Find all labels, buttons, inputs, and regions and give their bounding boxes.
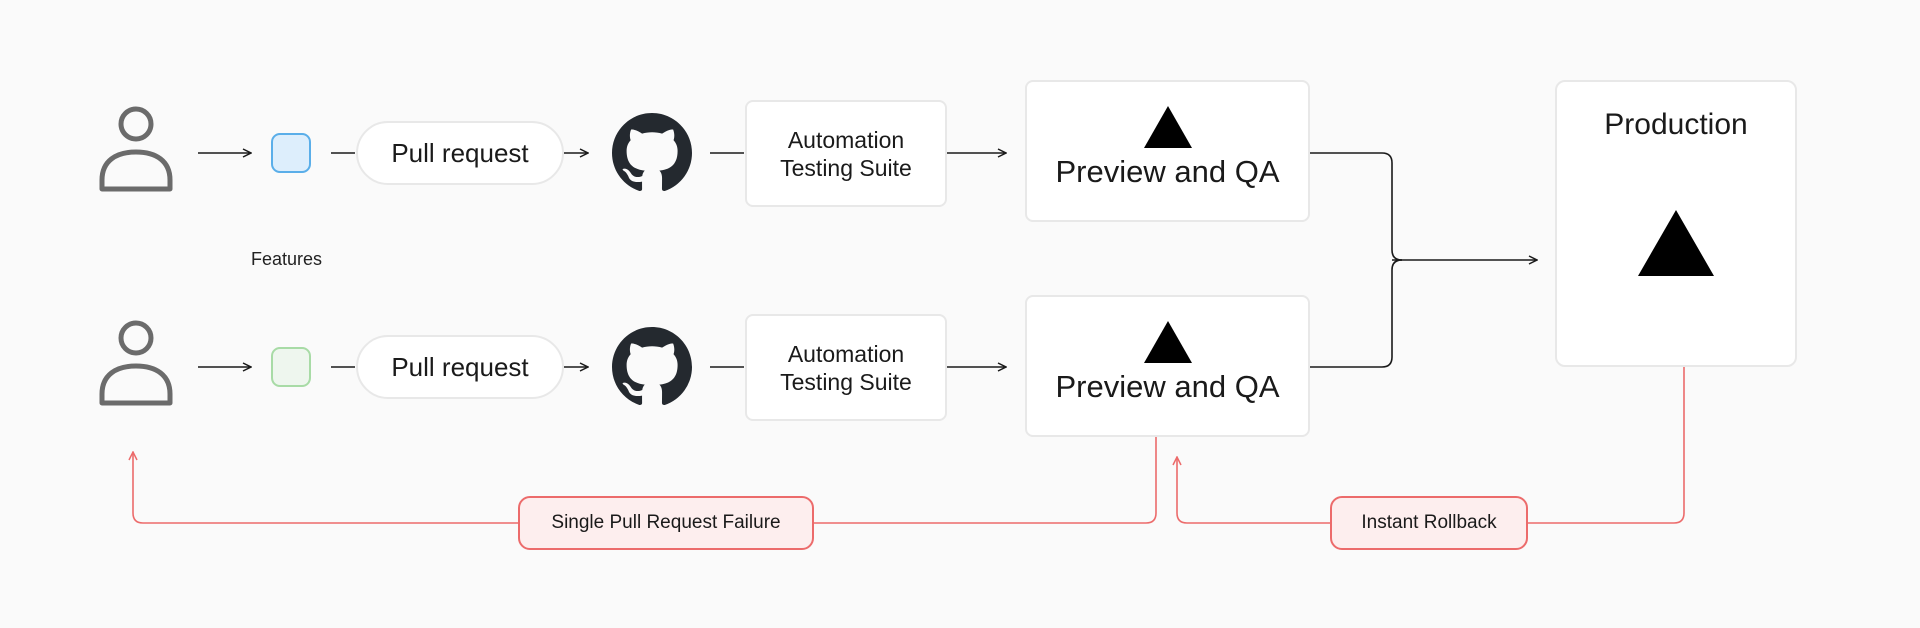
- production-box[interactable]: Production: [1555, 80, 1797, 367]
- vercel-triangle-icon: [1143, 321, 1192, 363]
- failure-label: Single Pull Request Failure: [551, 512, 781, 533]
- github-icon: [612, 113, 692, 192]
- preview-qa-box-2[interactable]: Preview and QA: [1025, 295, 1310, 437]
- automation-testing-label: Automation Testing Suite: [780, 126, 912, 181]
- preview-qa-box-1[interactable]: Preview and QA: [1025, 80, 1310, 222]
- row-2-connectors: [198, 260, 1537, 367]
- pull-request-label: Pull request: [391, 137, 529, 168]
- preview-qa-label: Preview and QA: [1055, 369, 1280, 404]
- automation-testing-label: Automation Testing Suite: [780, 340, 912, 395]
- row-1-connectors: [198, 153, 1403, 261]
- preview-qa-label: Preview and QA: [1055, 154, 1280, 189]
- production-label: Production: [1604, 108, 1748, 141]
- vercel-triangle-icon: [1143, 106, 1192, 148]
- feature-square-green: [271, 347, 311, 387]
- automation-testing-box-1[interactable]: Automation Testing Suite: [745, 100, 947, 207]
- vercel-triangle-icon: [1638, 210, 1714, 276]
- pull-request-pill-1[interactable]: Pull request: [356, 121, 564, 185]
- automation-testing-box-2[interactable]: Automation Testing Suite: [745, 314, 947, 421]
- user-icon: [99, 320, 173, 406]
- github-icon: [612, 327, 692, 406]
- features-caption: Features: [251, 249, 323, 269]
- pull-request-pill-2[interactable]: Pull request: [356, 335, 564, 399]
- rollback-pill[interactable]: Instant Rollback: [1330, 496, 1528, 550]
- user-icon: [99, 106, 173, 192]
- rollback-label: Instant Rollback: [1361, 512, 1497, 533]
- failure-pill[interactable]: Single Pull Request Failure: [518, 496, 814, 550]
- feature-square-blue: [271, 133, 311, 173]
- pull-request-label: Pull request: [391, 351, 529, 382]
